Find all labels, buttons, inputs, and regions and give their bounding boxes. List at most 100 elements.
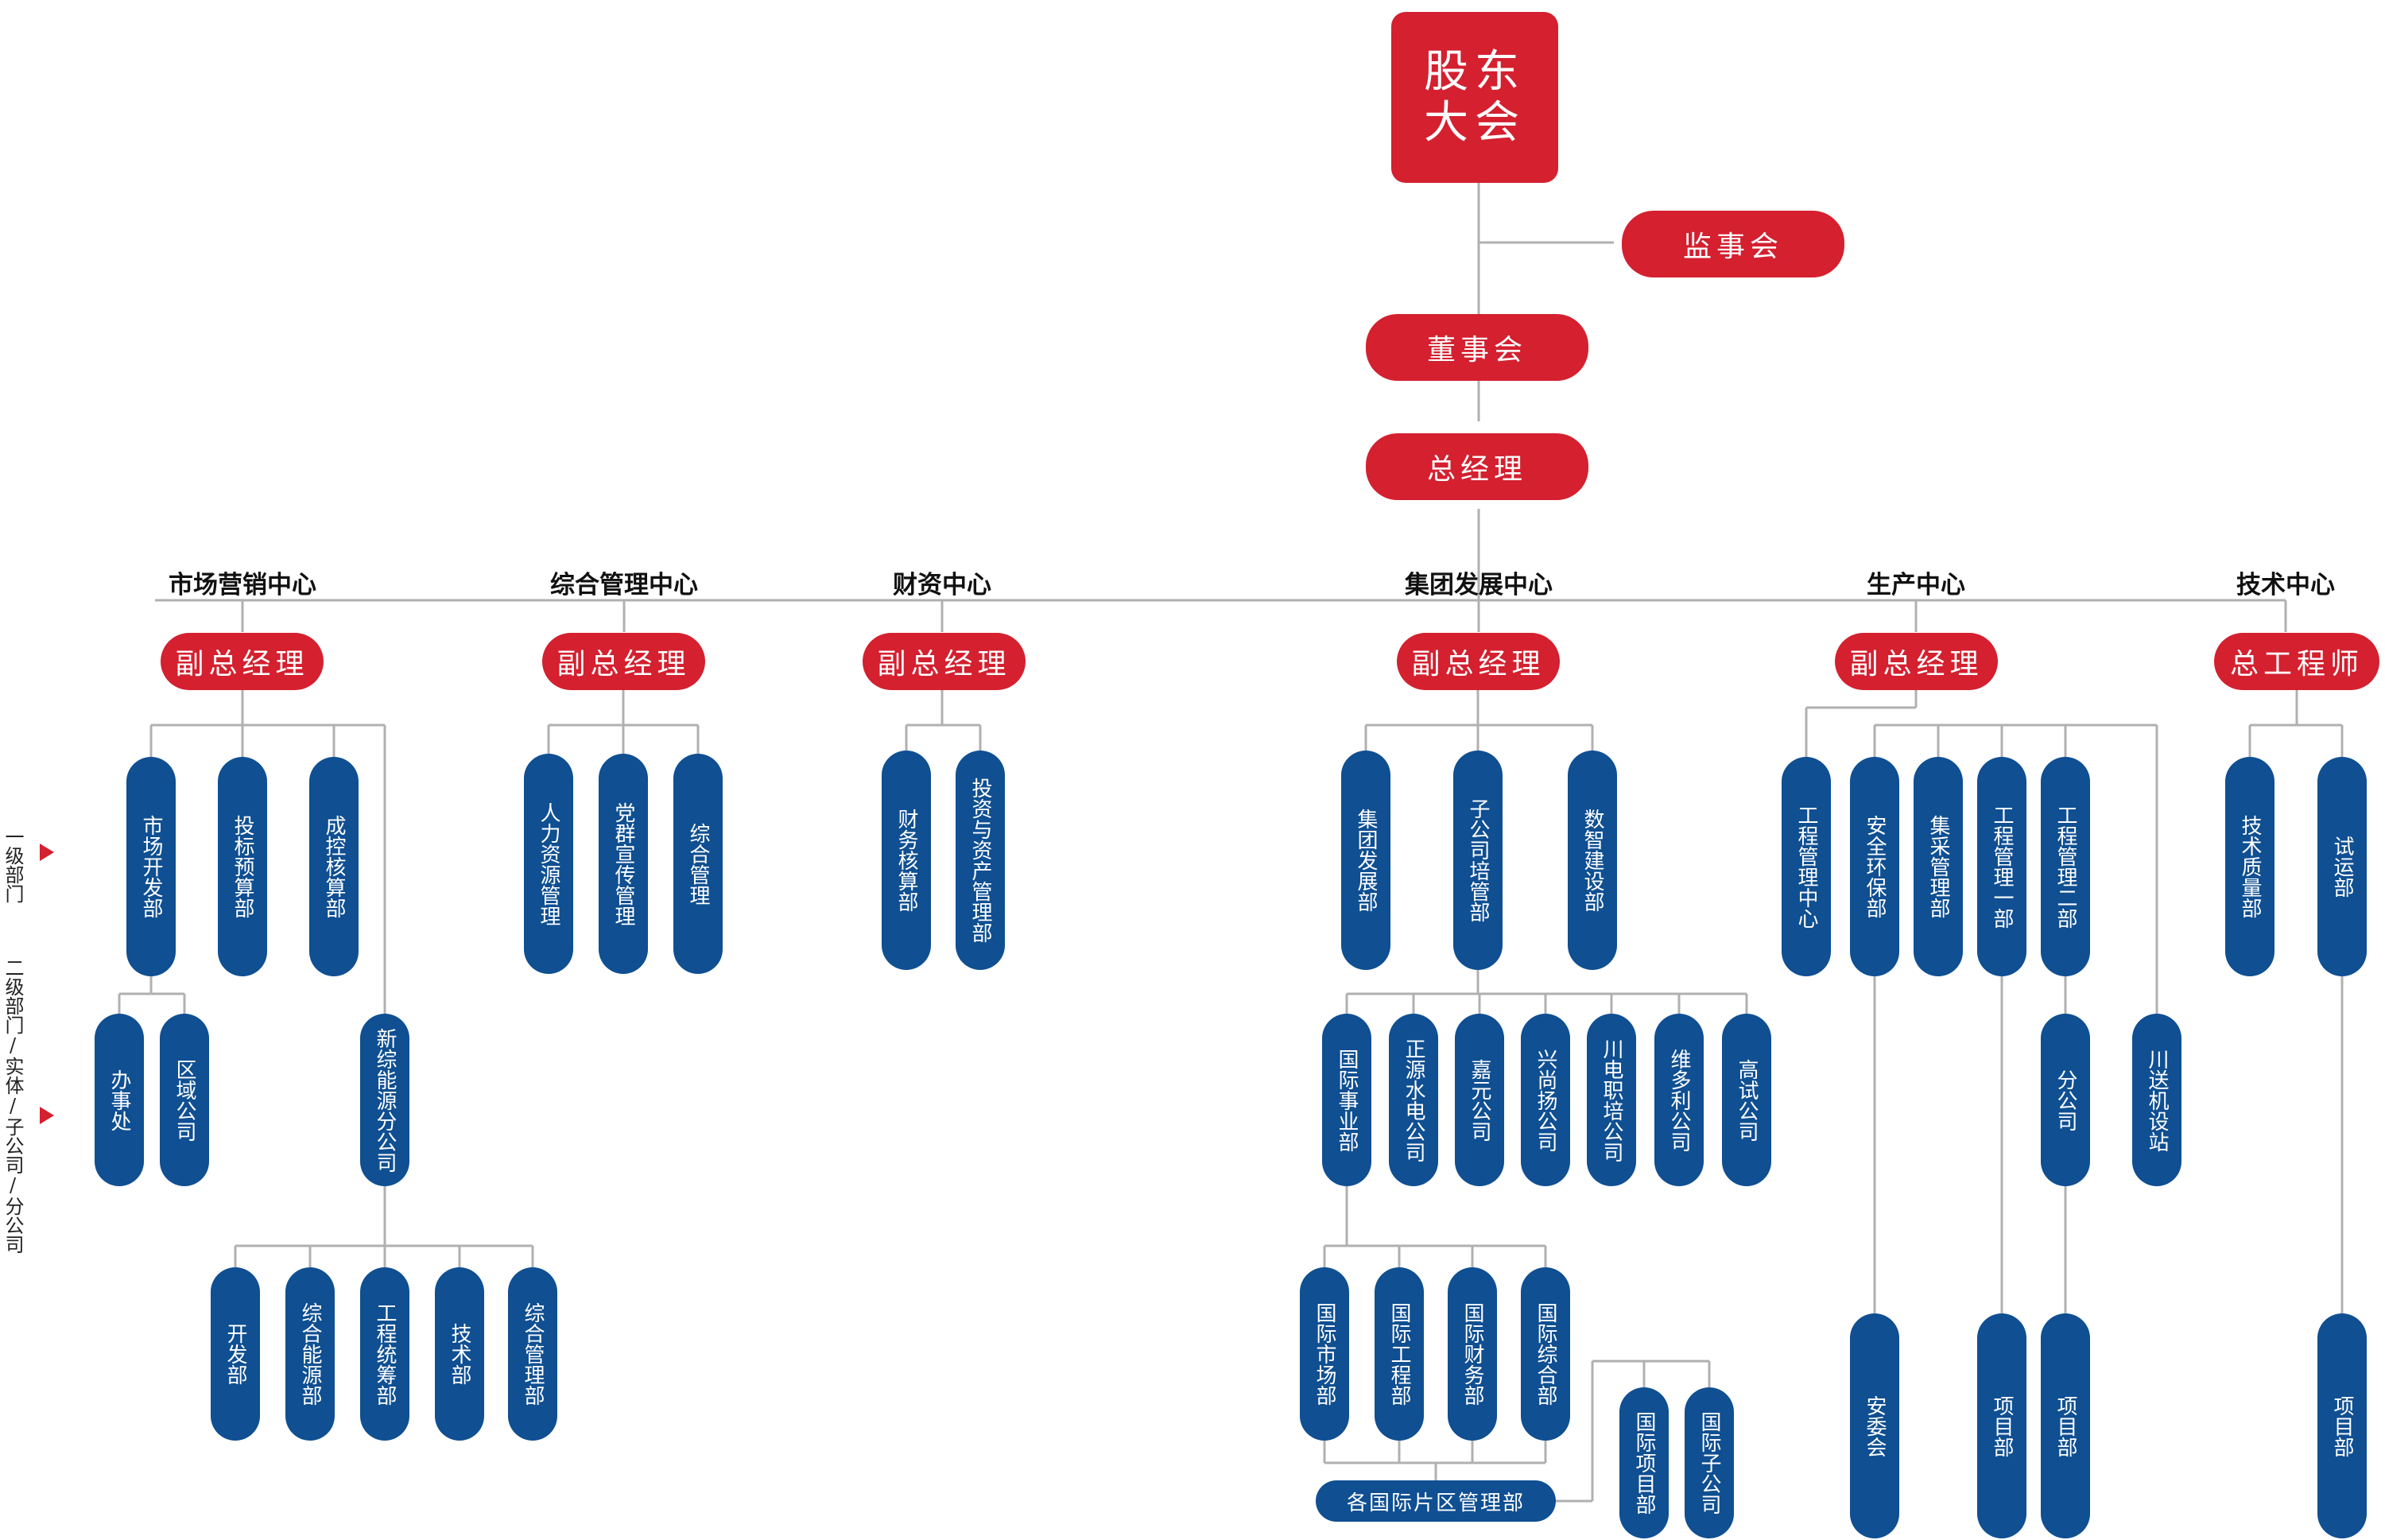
unit-t1[interactable]: 技术质量部 <box>2225 757 2274 976</box>
unit-m10[interactable]: 技术部 <box>435 1267 484 1441</box>
unit-m1[interactable]: 市场开发部 <box>126 757 176 976</box>
side-label-level1: 一级部门 <box>2 827 24 903</box>
unit-g11[interactable]: 国际市场部 <box>1300 1267 1349 1441</box>
supervisory-box-label: 监事会 <box>1682 231 1783 263</box>
unit-p9[interactable]: 项目部 <box>1977 1313 2026 1538</box>
unit-g8[interactable]: 川电职培公司 <box>1587 1014 1636 1186</box>
unit-g16[interactable]: 国际项目部 <box>1619 1387 1669 1538</box>
head-tech[interactable]: 总工程师 <box>2214 633 2379 690</box>
head-tech-label: 总工程师 <box>2229 648 2364 681</box>
unit-m7[interactable]: 开发部 <box>211 1267 260 1441</box>
center-name-production: 生产中心 <box>1867 571 1965 599</box>
center-name-group: 集团发展中心 <box>1405 571 1553 599</box>
center-name-admin: 综合管理中心 <box>550 571 698 599</box>
unit-g7-label: 兴尚扬公司 <box>1534 1048 1558 1152</box>
unit-p6[interactable]: 分公司 <box>2041 1014 2090 1186</box>
unit-t2[interactable]: 试运部 <box>2317 757 2367 976</box>
head-finance[interactable]: 副总经理 <box>863 633 1026 690</box>
unit-m9-label: 工程统筹部 <box>373 1302 398 1406</box>
unit-m6-label: 新综能源分公司 <box>373 1027 398 1173</box>
shareholders-box[interactable]: 股东 大会 <box>1391 12 1558 183</box>
unit-t3-label: 项目部 <box>2330 1395 2355 1457</box>
unit-g13[interactable]: 国际财务部 <box>1448 1267 1497 1441</box>
unit-g9[interactable]: 维多利公司 <box>1654 1014 1704 1186</box>
unit-m3[interactable]: 成控核算部 <box>309 757 359 976</box>
unit-p7-label: 川送机设站 <box>2145 1048 2170 1152</box>
unit-g12[interactable]: 国际工程部 <box>1375 1267 1424 1441</box>
unit-g1-label: 集团发展部 <box>1354 809 1379 912</box>
unit-p2-label: 安全环保部 <box>1863 815 1887 918</box>
unit-f1[interactable]: 财务核算部 <box>882 751 931 970</box>
head-production-label: 副总经理 <box>1849 648 1984 681</box>
head-production[interactable]: 副总经理 <box>1835 633 1998 690</box>
unit-a1-label: 人力资源管理 <box>537 801 561 926</box>
side-label-level2: 二级部门/实体/子公司/分公司 <box>2 958 24 1254</box>
unit-p8[interactable]: 安委会 <box>1850 1313 1899 1538</box>
unit-m8[interactable]: 综合能源部 <box>285 1267 335 1441</box>
level2-arrow-icon <box>40 1107 54 1124</box>
head-marketing[interactable]: 副总经理 <box>161 633 324 690</box>
unit-g15-label: 各国际片区管理部 <box>1346 1491 1525 1515</box>
unit-p9-label: 项目部 <box>1990 1395 2015 1457</box>
unit-p1[interactable]: 工程管理中心 <box>1782 757 1831 976</box>
unit-p5-label: 工程管理二部 <box>2053 805 2078 929</box>
unit-g3-label: 数智建设部 <box>1580 809 1605 912</box>
gm-box[interactable]: 总经理 <box>1366 433 1588 500</box>
unit-g6[interactable]: 嘉元公司 <box>1455 1014 1504 1186</box>
unit-p2[interactable]: 安全环保部 <box>1850 757 1899 976</box>
unit-a2[interactable]: 党群宣传管理 <box>599 754 648 974</box>
head-finance-label: 副总经理 <box>877 648 1011 681</box>
unit-g2[interactable]: 子公司培管部 <box>1453 751 1503 970</box>
head-admin[interactable]: 副总经理 <box>542 633 705 690</box>
unit-a3[interactable]: 综合管理 <box>673 754 723 974</box>
board-box-label: 董事会 <box>1426 334 1527 367</box>
unit-g7[interactable]: 兴尚扬公司 <box>1521 1014 1570 1186</box>
unit-m9[interactable]: 工程统筹部 <box>360 1267 409 1441</box>
head-marketing-label: 副总经理 <box>175 648 309 681</box>
unit-f1-label: 财务核算部 <box>894 809 919 912</box>
unit-t3[interactable]: 项目部 <box>2317 1313 2367 1538</box>
unit-f2[interactable]: 投资与资产管理部 <box>956 751 1005 970</box>
unit-a3-label: 综合管理 <box>686 822 711 906</box>
unit-p4[interactable]: 工程管理一部 <box>1977 757 2026 976</box>
unit-g10[interactable]: 高试公司 <box>1722 1014 1771 1186</box>
unit-g14-label: 国际综合部 <box>1534 1302 1558 1406</box>
unit-a1[interactable]: 人力资源管理 <box>524 754 573 974</box>
unit-g8-label: 川电职培公司 <box>1600 1038 1624 1162</box>
unit-p5[interactable]: 工程管理二部 <box>2041 757 2090 976</box>
unit-m4[interactable]: 办事处 <box>95 1014 144 1186</box>
unit-m11[interactable]: 综合管理部 <box>508 1267 557 1441</box>
unit-g17[interactable]: 国际子公司 <box>1685 1387 1734 1538</box>
unit-p8-label: 安委会 <box>1863 1395 1887 1457</box>
unit-m6[interactable]: 新综能源分公司 <box>360 1014 409 1186</box>
supervisory-box[interactable]: 监事会 <box>1622 211 1844 277</box>
unit-f2-label: 投资与资产管理部 <box>968 778 993 943</box>
unit-g3[interactable]: 数智建设部 <box>1568 751 1617 970</box>
unit-m2[interactable]: 投标预算部 <box>218 757 267 976</box>
unit-m5[interactable]: 区域公司 <box>160 1014 209 1186</box>
unit-g5-label: 正源水电公司 <box>1402 1038 1426 1162</box>
unit-p7[interactable]: 川送机设站 <box>2132 1014 2181 1186</box>
unit-t2-label: 试运部 <box>2330 836 2355 898</box>
unit-g6-label: 嘉元公司 <box>1468 1058 1492 1142</box>
unit-p10[interactable]: 项目部 <box>2041 1313 2090 1538</box>
unit-t1-label: 技术质量部 <box>2238 815 2263 918</box>
unit-g12-label: 国际工程部 <box>1387 1302 1412 1406</box>
unit-m1-label: 市场开发部 <box>139 815 164 918</box>
unit-g1[interactable]: 集团发展部 <box>1341 751 1390 970</box>
unit-g4[interactable]: 国际事业部 <box>1322 1014 1371 1186</box>
level1-arrow-icon <box>40 844 54 861</box>
unit-p3[interactable]: 集采管理部 <box>1914 757 1963 976</box>
board-box[interactable]: 董事会 <box>1366 314 1588 381</box>
unit-g15[interactable]: 各国际片区管理部 <box>1316 1480 1556 1522</box>
unit-g5[interactable]: 正源水电公司 <box>1389 1014 1438 1186</box>
head-group[interactable]: 副总经理 <box>1397 633 1560 690</box>
unit-g2-label: 子公司培管部 <box>1466 798 1491 922</box>
unit-g14[interactable]: 国际综合部 <box>1521 1267 1570 1441</box>
center-name-marketing: 市场营销中心 <box>169 571 316 599</box>
unit-m4-label: 办事处 <box>107 1069 132 1131</box>
head-group-label: 副总经理 <box>1411 648 1545 681</box>
gm-box-label: 总经理 <box>1426 453 1527 486</box>
